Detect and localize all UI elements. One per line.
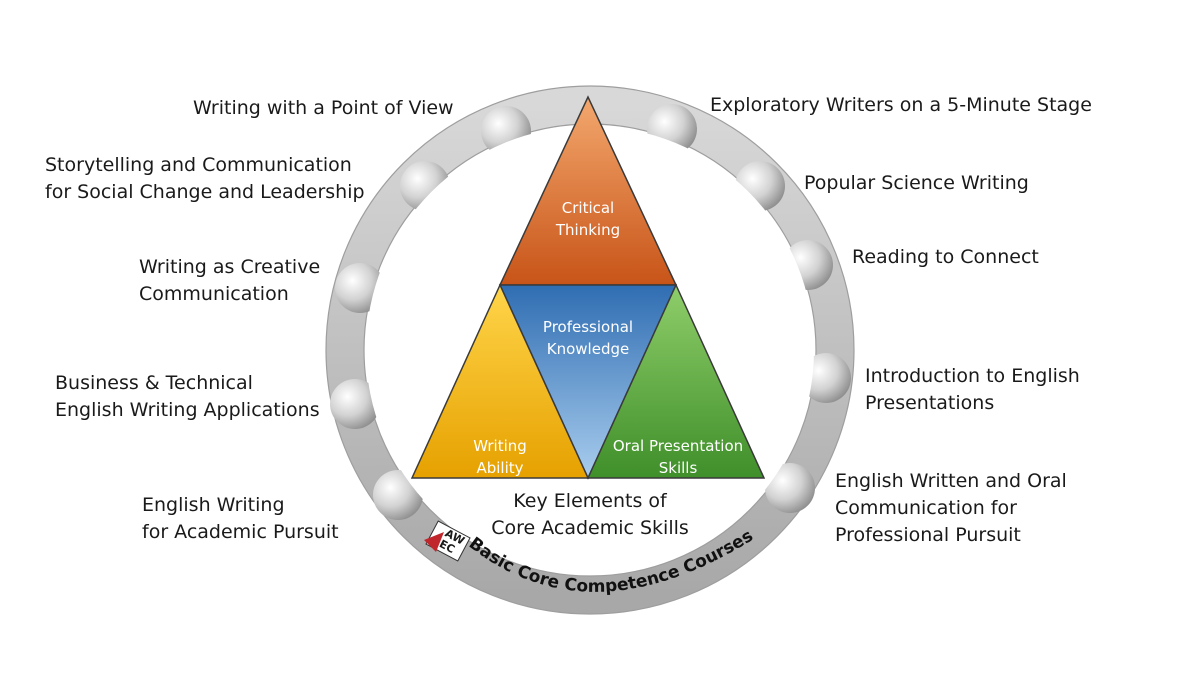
label-oral-presentation: Oral Presentation Skills [612,437,744,477]
course-business-technical-writing: Business & Technical English Writing App… [55,372,320,421]
triangle-oral-presentation [586,283,766,479]
course-reading-to-connect: Reading to Connect [852,246,1039,268]
label-critical-thinking: Critical Thinking [555,199,621,239]
course-exploratory-writers: Exploratory Writers on a 5-Minute Stage [710,94,1092,116]
course-english-writing-academic: English Writing for Academic Pursuit [142,494,339,543]
triangle-writing-ability [410,283,590,479]
key-elements-caption: Key Elements of Core Academic Skills [491,490,689,539]
course-bead-9 [801,353,851,403]
course-english-written-oral: English Written and Oral Communication f… [835,470,1067,546]
course-bead-4 [330,379,380,429]
course-ring-outer-edge [325,85,855,615]
course-intro-english-presentations: Introduction to English Presentations [865,365,1080,414]
course-writing-creative-communication: Writing as Creative Communication [139,256,321,305]
label-professional-knowledge: Professional Knowledge [542,318,634,358]
label-writing-ability: Writing Ability [473,437,527,477]
course-popular-science-writing: Popular Science Writing [804,172,1029,194]
awec-logo: AW EC [424,520,471,562]
course-bead-10 [765,463,815,513]
course-writing-point-of-view: Writing with a Point of View [193,97,454,119]
course-storytelling-communication: Storytelling and Communication for Socia… [45,154,365,203]
logo-bottom-letters: EC [437,537,457,556]
